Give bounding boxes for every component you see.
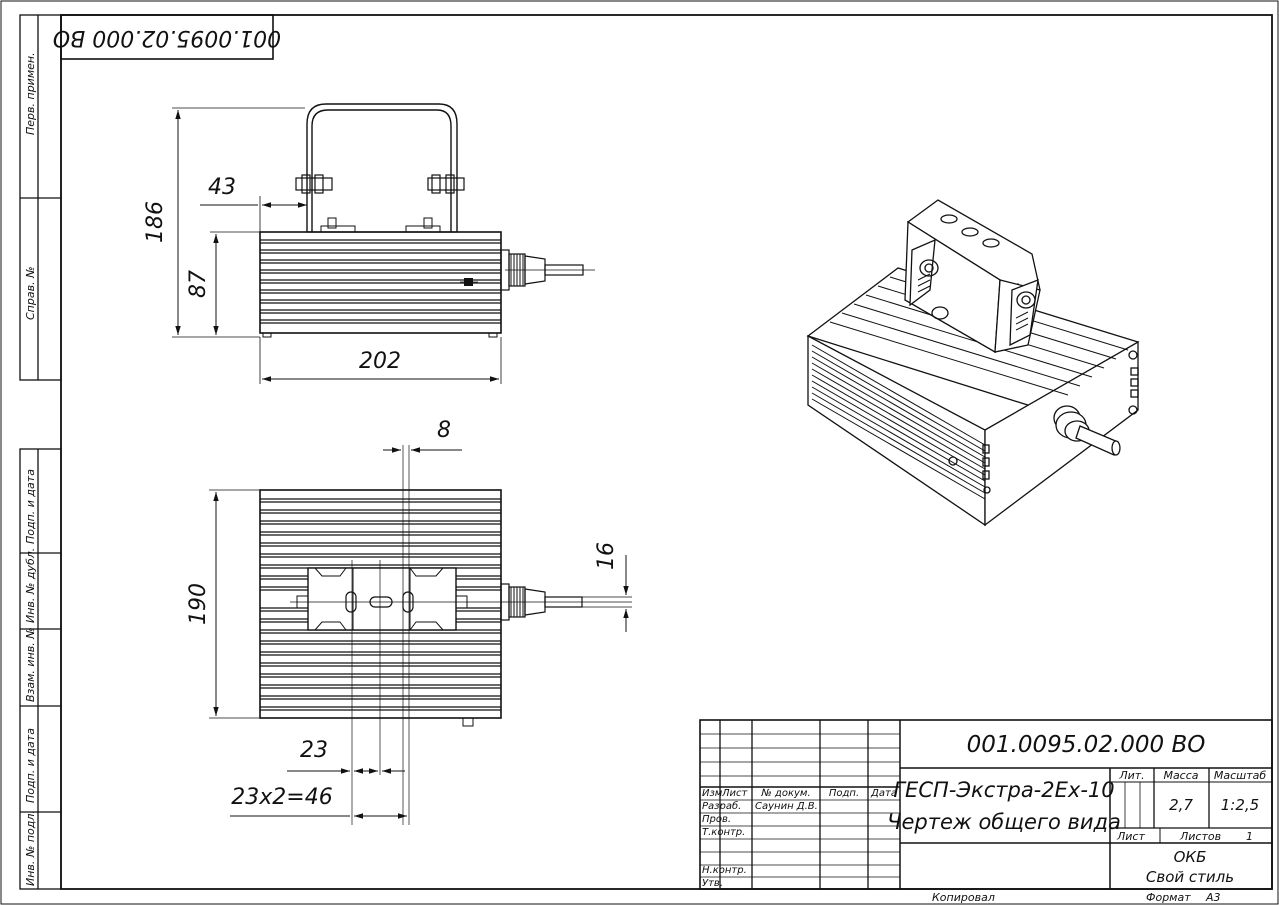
dim-depth: 190	[186, 583, 211, 625]
list-label: Лист	[1116, 830, 1145, 843]
dim-slot-pitch: 23	[300, 738, 328, 763]
col-list: Лист	[721, 788, 749, 799]
side-label-podp-data-2: Подп. и дата	[24, 728, 37, 803]
side-label-podp-data-1: Подп. и дата	[24, 469, 37, 544]
dim-slot-width: 8	[437, 418, 451, 443]
side-label-sprav: Справ. №	[24, 266, 37, 320]
title-product-name: ГЕСП-Экстра-2Ex-10	[893, 778, 1114, 802]
front-view-dimensions: 186 87 202 43	[143, 107, 502, 384]
format-label: Формат	[1146, 891, 1191, 904]
org-line-1: ОКБ	[1174, 848, 1207, 866]
side-label-inv-podl: Инв. № подл.	[24, 810, 37, 886]
razrab-name: Саунин Д.В.	[755, 801, 818, 812]
title-doc-code: 001.0095.02.000 ВО	[967, 732, 1206, 758]
side-label-inv-dubl: Инв. № дубл.	[24, 548, 37, 623]
side-label-perv-primen: Перв. примен.	[24, 52, 37, 135]
side-stamp: Перв. примен. Справ. № Подп. и дата Инв.…	[19, 14, 62, 890]
col-podp: Подп.	[829, 788, 859, 799]
title-block: 001.0095.02.000 ВО ГЕСП-Экстра-2Ex-10 Че…	[699, 719, 1273, 904]
side-label-vzam-inv: Взам. инв. №	[24, 627, 37, 702]
row-razrab: Разраб.	[702, 800, 741, 812]
row-utv: Утв.	[702, 878, 723, 889]
dim-height-total: 186	[143, 201, 168, 243]
col-izm: Изм	[702, 788, 723, 799]
org-line-2: Свой стиль	[1146, 868, 1234, 886]
row-prov: Пров.	[702, 814, 731, 825]
col-data: Дата	[870, 788, 897, 799]
title-document-name: Чертеж общего вида	[887, 810, 1121, 834]
dim-height-body: 87	[186, 270, 211, 298]
masshtab-label: Масштаб	[1214, 769, 1266, 782]
format-value: А3	[1205, 891, 1221, 904]
dim-width-body: 202	[359, 349, 401, 374]
row-tkontr: Т.контр.	[702, 827, 745, 838]
top-view	[259, 445, 632, 825]
dim-bracket-offset: 43	[208, 175, 236, 200]
listov-value: 1	[1246, 830, 1253, 843]
massa-label: Масса	[1163, 769, 1198, 782]
lit-label: Лит.	[1118, 769, 1144, 782]
isometric-view	[806, 199, 1140, 527]
top-view-dimensions: 8 190 16 23 23x2=46	[186, 418, 632, 819]
dim-slot-span: 23x2=46	[231, 785, 332, 810]
rotated-code-box: 001.0095.02.000 ВО	[53, 14, 281, 60]
listov-label: Листов	[1179, 830, 1221, 843]
row-nkontr: Н.контр.	[702, 865, 747, 876]
rotated-doc-code: 001.0095.02.000 ВО	[53, 25, 281, 50]
kopiroval-label: Копировал	[932, 891, 995, 904]
massa-value: 2,7	[1169, 796, 1193, 814]
masshtab-value: 1:2,5	[1221, 796, 1259, 814]
front-view	[259, 103, 595, 338]
col-docum: № докум.	[760, 788, 810, 799]
dim-gland-offset: 16	[594, 542, 619, 570]
